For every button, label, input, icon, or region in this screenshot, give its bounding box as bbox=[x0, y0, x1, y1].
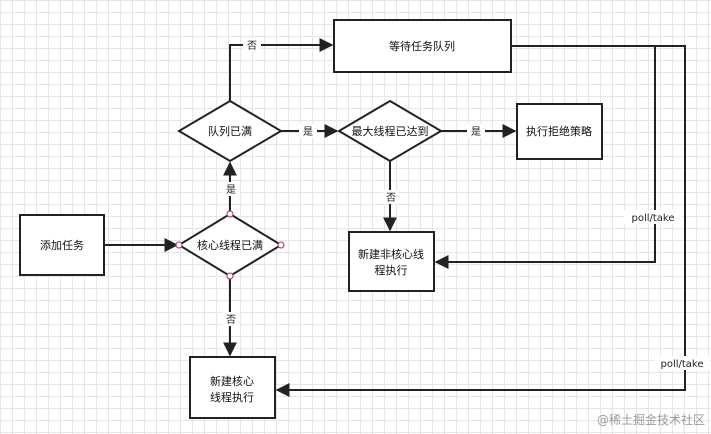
handle-dot-left[interactable] bbox=[175, 241, 183, 249]
edge-queue-to-wait bbox=[229, 38, 334, 101]
new-core-label-line1: 新建核心 bbox=[210, 374, 254, 388]
edge-label-poll-take-1: poll/take bbox=[631, 213, 674, 224]
new-core-node[interactable] bbox=[189, 356, 276, 419]
edge-wait-to-newcore bbox=[275, 45, 686, 397]
edge-label-no-max-to-noncore: 否 bbox=[386, 192, 396, 204]
new-noncore-label-line1: 新建非核心线 bbox=[358, 247, 424, 261]
handle-dot-top[interactable] bbox=[226, 210, 234, 218]
new-noncore-node[interactable] bbox=[348, 231, 435, 292]
wait-queue-label: 等待任务队列 bbox=[389, 39, 455, 53]
queue-full-label: 队列已满 bbox=[208, 124, 252, 138]
core-full-label: 核心线程已满 bbox=[197, 238, 263, 252]
add-task-label: 添加任务 bbox=[40, 238, 84, 252]
queue-full-decision[interactable] bbox=[177, 99, 283, 163]
reject-label: 执行拒绝策略 bbox=[526, 124, 592, 138]
reject-node[interactable] bbox=[516, 103, 603, 160]
handle-dot-bottom[interactable] bbox=[226, 272, 234, 280]
edge-label-yes-max-to-reject: 是 bbox=[471, 126, 481, 138]
max-threads-label: 最大线程已达到 bbox=[352, 124, 429, 138]
new-noncore-label-line2: 程执行 bbox=[375, 263, 408, 277]
edge-label-poll-take-2: poll/take bbox=[660, 359, 703, 370]
watermark: @稀土掘金技术社区 bbox=[597, 412, 705, 427]
new-core-label-line2: 线程执行 bbox=[210, 390, 254, 404]
edge-label-no-core-to-newcore: 否 bbox=[226, 314, 236, 326]
edge-label-yes-core-to-queue: 是 bbox=[226, 184, 236, 196]
add-task-node[interactable] bbox=[19, 214, 105, 276]
edge-label-yes-queue-to-max: 是 bbox=[303, 126, 313, 138]
edge-label-no-queue-to-wait: 否 bbox=[247, 40, 257, 52]
wait-queue-node[interactable] bbox=[333, 19, 512, 73]
handle-dot-right[interactable] bbox=[277, 241, 285, 249]
